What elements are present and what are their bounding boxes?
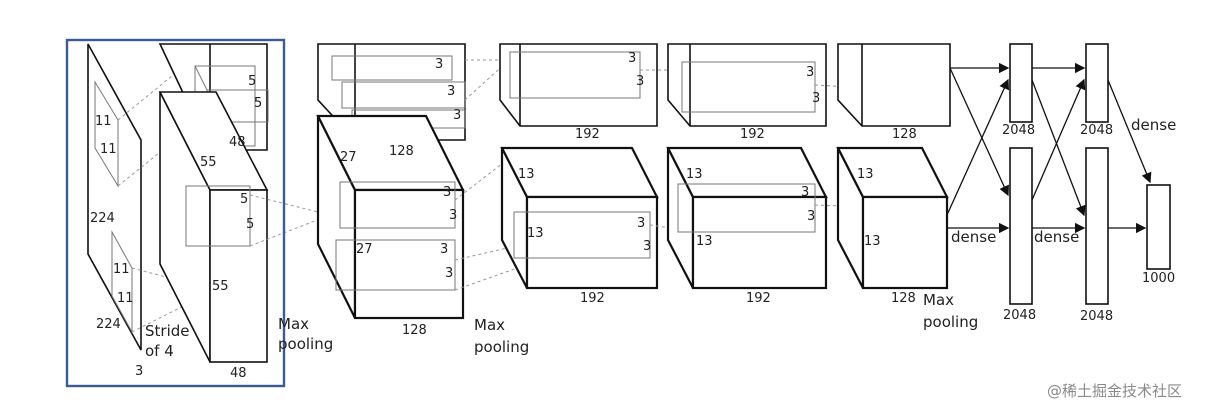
input-height-label: 224	[90, 211, 115, 226]
dim-label: 27	[356, 242, 373, 257]
kernel-label: 5	[240, 192, 248, 207]
kernel-label: 11	[95, 114, 112, 129]
conv2-bottom-block	[316, 114, 541, 320]
pool-label: pooling	[278, 335, 333, 353]
pool-label: Max	[278, 315, 309, 333]
kernel-label: 5	[254, 96, 262, 111]
dense-label: dense	[951, 228, 996, 246]
kernel-label: 3	[801, 185, 809, 200]
kernel-label: 3	[443, 185, 451, 200]
highlight-frame	[65, 38, 286, 388]
units-label: 2048	[1002, 123, 1035, 138]
fc7-bottom	[1085, 147, 1109, 305]
dim-label: 13	[857, 167, 874, 182]
stride-label: of 4	[145, 342, 174, 360]
output-units-label: 1000	[1142, 271, 1175, 286]
kernel-label: 3	[643, 239, 651, 254]
fc7-top	[1085, 43, 1109, 123]
dim-label: 13	[527, 226, 544, 241]
conv5-bottom-block	[836, 146, 949, 290]
kernel-label: 11	[117, 291, 134, 306]
kernel-label: 5	[248, 74, 256, 89]
kernel-label: 3	[440, 242, 448, 257]
channels-label: 48	[230, 366, 247, 381]
channels-label: 192	[580, 291, 605, 306]
kernel-label: 3	[628, 51, 636, 66]
dense-label: dense	[1034, 228, 1079, 246]
stride-label: Stride	[145, 322, 190, 340]
dense-layers	[946, 43, 1171, 305]
input-width-label: 224	[96, 317, 121, 332]
units-label: 2048	[1080, 123, 1113, 138]
dim-label: 27	[340, 150, 357, 165]
channels-label: 192	[746, 291, 771, 306]
kernel-label: 3	[812, 91, 820, 106]
kernel-label: 3	[806, 65, 814, 80]
dim-label: 13	[518, 167, 535, 182]
units-label: 2048	[1080, 309, 1113, 324]
pool-label: Max	[923, 291, 954, 309]
input-channels-label: 3	[135, 364, 143, 379]
kernel-label: 3	[449, 208, 457, 223]
conv3-bottom-block	[500, 146, 721, 290]
dim-label: 55	[212, 279, 229, 294]
units-label: 2048	[1003, 308, 1036, 323]
channels-label: 128	[389, 144, 414, 159]
dense-label: dense	[1131, 116, 1176, 134]
pool-label: Max	[474, 316, 505, 334]
output-layer	[1146, 184, 1171, 270]
kernel-label: 3	[807, 209, 815, 224]
dim-label: 55	[200, 155, 217, 170]
kernel-label: 3	[636, 74, 644, 89]
kernel-label: 3	[447, 84, 455, 99]
kernel-label: 11	[100, 142, 117, 157]
labels: 11 11 224 11 11 224 3 Stride of 4 5 5 48…	[90, 51, 1182, 400]
channels-label: 192	[575, 127, 600, 142]
conv5-top-block	[837, 43, 951, 127]
channels-label: 128	[402, 323, 427, 338]
kernel-label: 3	[637, 216, 645, 231]
dim-label: 13	[686, 167, 703, 182]
pool-label: pooling	[474, 338, 529, 356]
kernel-label: 3	[435, 57, 443, 72]
fc6-top	[1009, 43, 1033, 123]
kernel-label: 5	[246, 217, 254, 232]
dim-label: 13	[864, 234, 881, 249]
conv4-bottom-block	[666, 146, 896, 290]
conv3-top-block	[499, 43, 720, 127]
kernel-label: 11	[113, 262, 130, 277]
watermark: @稀土掘金技术社区	[1047, 382, 1182, 400]
dim-label: 13	[696, 234, 713, 249]
channels-label: 128	[892, 127, 917, 142]
channels-label: 128	[891, 291, 916, 306]
conv1-bottom-block	[158, 91, 331, 363]
fc6-bottom	[1009, 147, 1033, 305]
kernel-label: 3	[453, 108, 461, 123]
channels-label: 192	[740, 127, 765, 142]
kernel-label: 3	[445, 266, 453, 281]
conv4-top-block	[667, 43, 899, 127]
pool-label: pooling	[923, 313, 978, 331]
channels-label: 48	[229, 135, 246, 150]
